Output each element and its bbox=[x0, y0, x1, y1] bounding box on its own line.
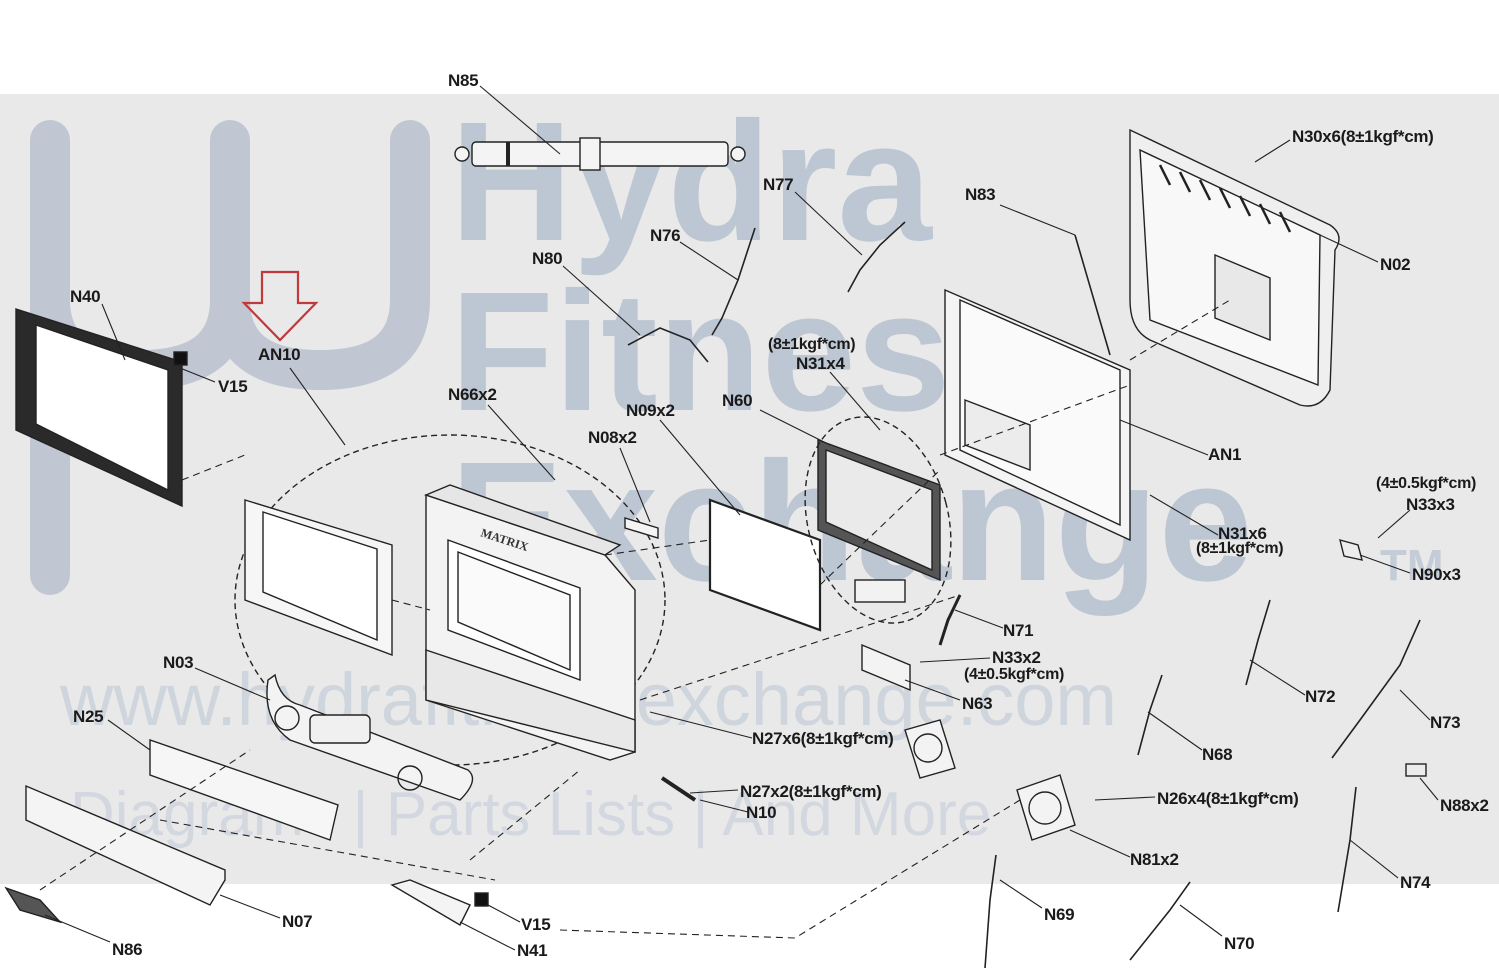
label-n33x2-torque: (4±0.5kgf*cm) bbox=[964, 666, 1065, 683]
label-an1: AN1 bbox=[1208, 445, 1242, 464]
label-n07: N07 bbox=[282, 912, 313, 931]
label-n33x3: N33x3 bbox=[1406, 495, 1455, 514]
watermark-brand-line1: Hydra bbox=[450, 87, 933, 277]
part-n10-rod bbox=[660, 776, 697, 802]
cable-n73 bbox=[1331, 619, 1421, 759]
cable-n80 bbox=[627, 327, 709, 363]
label-n09: N09x2 bbox=[626, 401, 675, 420]
rod-n83 bbox=[1074, 234, 1111, 356]
label-n80: N80 bbox=[532, 249, 563, 268]
label-n40: N40 bbox=[70, 287, 101, 306]
part-n03-trim bbox=[266, 673, 474, 801]
part-n63-board bbox=[861, 643, 911, 692]
cable-n72 bbox=[1245, 599, 1271, 686]
part-n85-bar bbox=[454, 137, 746, 171]
label-n77: N77 bbox=[763, 175, 794, 194]
label-v15-bottom: V15 bbox=[521, 915, 551, 934]
part-n41 bbox=[390, 879, 489, 926]
cable-n68 bbox=[1137, 674, 1163, 756]
cable-n70 bbox=[1129, 881, 1191, 961]
label-n85: N85 bbox=[448, 71, 479, 90]
cable-n74 bbox=[1337, 786, 1357, 913]
part-fan-lower bbox=[1016, 774, 1076, 841]
label-n71: N71 bbox=[1003, 621, 1034, 640]
label-n70: N70 bbox=[1224, 934, 1255, 953]
label-v15-top: V15 bbox=[218, 377, 248, 396]
label-n74: N74 bbox=[1400, 873, 1431, 892]
part-console-body bbox=[424, 484, 636, 761]
label-n88: N88x2 bbox=[1440, 796, 1489, 815]
label-n03: N03 bbox=[163, 653, 194, 672]
label-n31x6: N31x6 bbox=[1218, 524, 1267, 543]
cable-n69 bbox=[984, 854, 997, 969]
label-n63: N63 bbox=[962, 694, 993, 713]
label-n66: N66x2 bbox=[448, 385, 497, 404]
label-n76: N76 bbox=[650, 226, 681, 245]
label-n60: N60 bbox=[722, 391, 753, 410]
label-n10: N10 bbox=[746, 803, 777, 822]
label-n68: N68 bbox=[1202, 745, 1233, 764]
label-n31x4-torque: (8±1kgf*cm) bbox=[768, 336, 856, 353]
label-n83: N83 bbox=[965, 185, 996, 204]
part-n07 bbox=[25, 784, 226, 906]
label-n08: N08x2 bbox=[588, 428, 637, 447]
part-n40-frame bbox=[15, 308, 188, 508]
part-fan-upper bbox=[904, 719, 956, 779]
label-n33x2: N33x2 bbox=[992, 648, 1041, 667]
cable-n77 bbox=[847, 221, 906, 293]
cable-n71 bbox=[938, 594, 962, 646]
label-n41: N41 bbox=[517, 941, 548, 960]
v15-marker-bottom bbox=[474, 892, 489, 907]
label-n86: N86 bbox=[112, 940, 143, 959]
part-n25 bbox=[149, 739, 339, 841]
assembly-lines bbox=[39, 299, 1231, 939]
part-n90-clip bbox=[1339, 539, 1363, 561]
label-n72: N72 bbox=[1305, 687, 1336, 706]
cable-n76 bbox=[711, 227, 756, 336]
part-overlay-window bbox=[244, 499, 393, 657]
v15-marker-top bbox=[173, 351, 188, 366]
label-n33x3-torque: (4±0.5kgf*cm) bbox=[1376, 475, 1477, 492]
label-n27x2: N27x2(8±1kgf*cm) bbox=[740, 782, 882, 801]
label-n30: N30x6(8±1kgf*cm) bbox=[1292, 127, 1434, 146]
part-n86 bbox=[4, 886, 63, 924]
an10-highlight-arrow bbox=[241, 270, 319, 342]
label-an10: AN10 bbox=[258, 345, 301, 364]
label-n69: N69 bbox=[1044, 905, 1075, 924]
label-n02: N02 bbox=[1380, 255, 1411, 274]
label-n26: N26x4(8±1kgf*cm) bbox=[1157, 789, 1299, 808]
part-n88-clip bbox=[1405, 763, 1427, 777]
an10-group-outline bbox=[234, 434, 666, 766]
part-n09-glass bbox=[708, 498, 822, 632]
part-n08-pad bbox=[624, 517, 659, 539]
label-n25: N25 bbox=[73, 707, 104, 726]
label-n31x4: N31x4 bbox=[796, 354, 845, 373]
label-n27x6: N27x6(8±1kgf*cm) bbox=[752, 729, 894, 748]
label-n90: N90x3 bbox=[1412, 565, 1461, 584]
part-n60-screen bbox=[804, 416, 952, 624]
part-n02-housing bbox=[1129, 128, 1340, 407]
part-an1-bracket bbox=[944, 288, 1131, 542]
label-n73: N73 bbox=[1430, 713, 1461, 732]
label-n31x6-torque: (8±1kgf*cm) bbox=[1196, 540, 1284, 557]
label-n81: N81x2 bbox=[1130, 850, 1179, 869]
leader-lines bbox=[44, 85, 1439, 951]
